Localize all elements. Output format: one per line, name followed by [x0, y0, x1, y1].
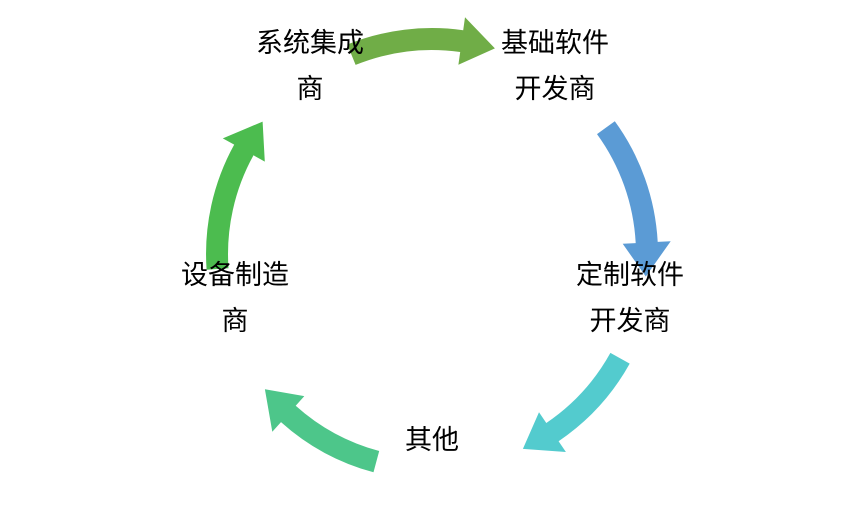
node-system-integrator-line-2: 商 — [296, 74, 324, 105]
node-other: 其他 — [352, 418, 512, 464]
node-system-integrator: 系统集成 商 — [230, 21, 390, 113]
arrow-system-integrator-to-base-software — [347, 17, 495, 65]
arrow-other-to-equipment-maker — [264, 389, 380, 473]
node-base-software-line-2: 开发商 — [514, 74, 596, 105]
node-custom-software: 定制软件 开发商 — [550, 253, 710, 345]
node-base-software-line-1: 基础软件 — [501, 28, 609, 59]
node-equipment-maker: 设备制造 商 — [155, 253, 315, 345]
node-system-integrator-line-1: 系统集成 — [256, 28, 364, 59]
node-equipment-maker-line-1: 设备制造 — [181, 260, 289, 291]
node-custom-software-line-1: 定制软件 — [576, 260, 684, 291]
node-custom-software-line-2: 开发商 — [589, 306, 671, 337]
arrow-base-software-to-custom-software — [597, 121, 671, 277]
node-base-software: 基础软件 开发商 — [475, 21, 635, 113]
arrow-custom-software-to-other — [522, 352, 630, 452]
node-other-line-1: 其他 — [405, 425, 459, 456]
node-equipment-maker-line-2: 商 — [221, 306, 249, 337]
arrow-equipment-maker-to-system-integrator — [206, 121, 265, 270]
